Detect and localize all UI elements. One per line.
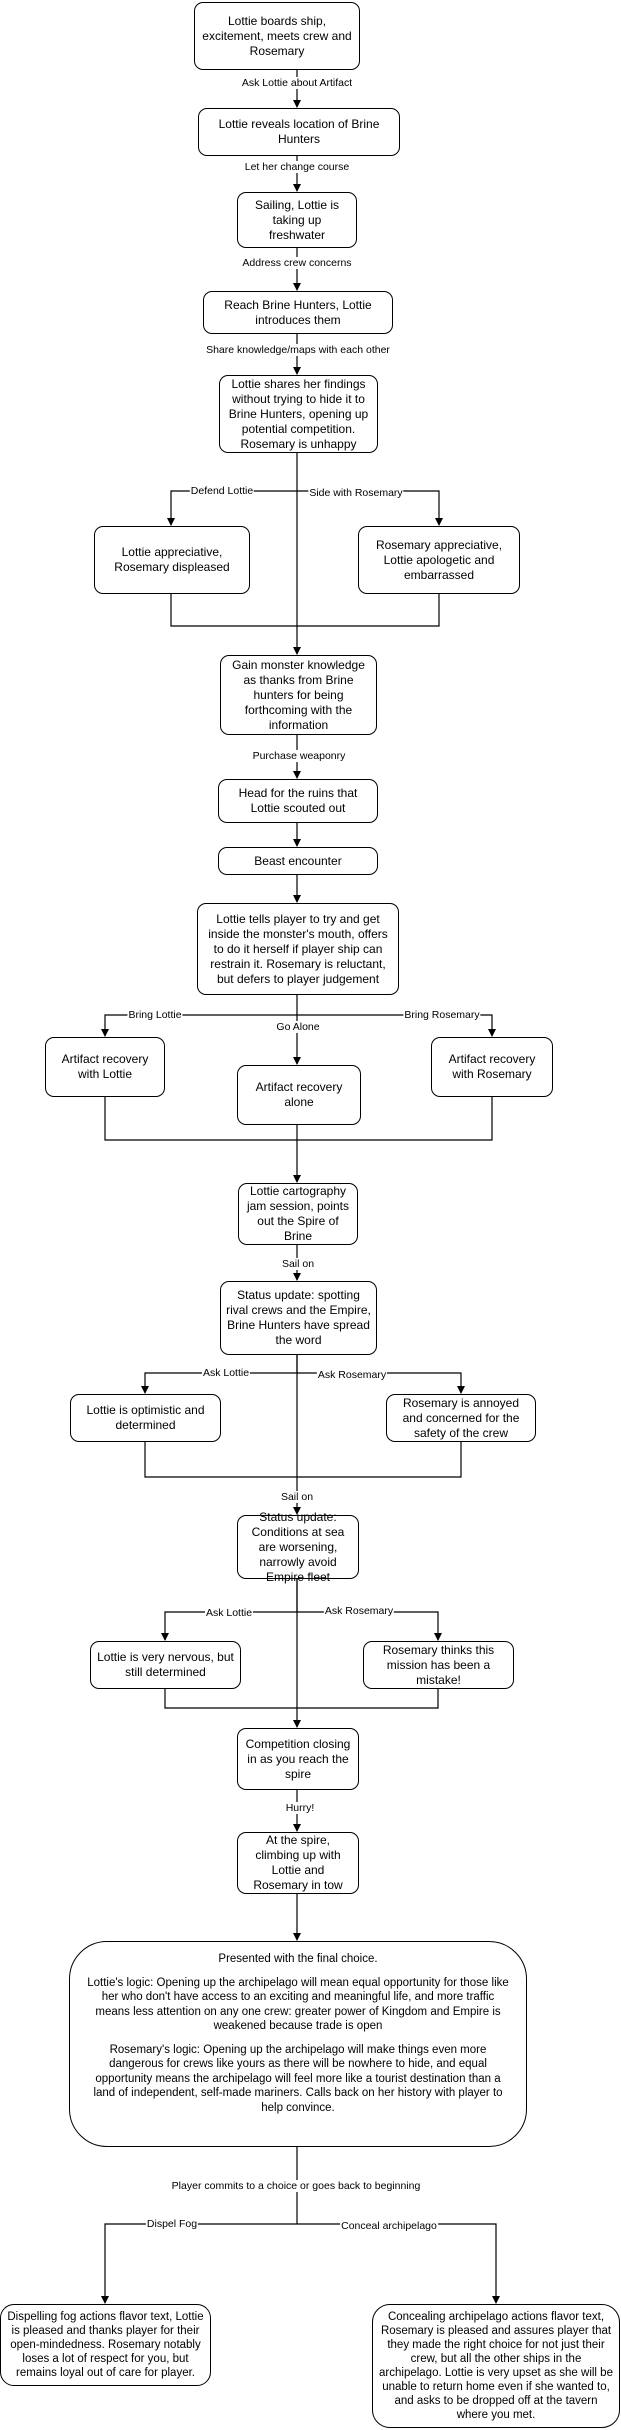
edge-label-ask-lottie-1: Ask Lottie xyxy=(201,1367,251,1379)
final-choice-lottie-logic: Lottie's logic: Opening up the archipela… xyxy=(87,1976,509,2033)
edge-label-share-knowledge: Share knowledge/maps with each other xyxy=(205,344,391,356)
node-lottie-optimistic: Lottie is optimistic and determined xyxy=(70,1394,221,1442)
edge-label-sail-on-1: Sail on xyxy=(280,1258,316,1270)
node-sailing-freshwater: Sailing, Lottie is taking up freshwater xyxy=(237,192,357,248)
node-status-worsening: Status update: Conditions at sea are wor… xyxy=(237,1510,359,1584)
edge-label-sail-on-2: Sail on xyxy=(279,1491,315,1503)
node-head-for-ruins: Head for the ruins that Lottie scouted o… xyxy=(218,779,378,823)
edge-label-purchase-weaponry: Purchase weaponry xyxy=(251,750,347,762)
edge-label-ask-rosemary-1: Ask Rosemary xyxy=(316,1369,388,1381)
node-reveals-location: Lottie reveals location of Brine Hunters xyxy=(198,108,400,156)
connector-arrow xyxy=(297,1014,496,1037)
edge-label-conceal-archipelago: Conceal archipelago xyxy=(340,2220,438,2232)
edge-label-bring-lottie: Bring Lottie xyxy=(127,1009,183,1021)
node-competition-closing: Competition closing in as you reach the … xyxy=(237,1728,359,1790)
node-rosemary-appreciative: Rosemary appreciative, Lottie apologetic… xyxy=(358,526,520,594)
node-recovery-with-rosemary: Artifact recovery with Rosemary xyxy=(431,1037,553,1097)
edge-label-player-commits: Player commits to a choice or goes back … xyxy=(170,2180,422,2192)
node-lottie-nervous: Lottie is very nervous, but still determ… xyxy=(90,1641,241,1689)
edge-label-change-course: Let her change course xyxy=(243,161,351,173)
edge-label-bring-rosemary: Bring Rosemary xyxy=(403,1009,481,1021)
connector-line xyxy=(104,1097,493,1141)
node-reach-brine-hunters: Reach Brine Hunters, Lottie introduces t… xyxy=(203,291,393,334)
connector-arrow xyxy=(101,1014,297,1037)
node-lottie-tells: Lottie tells player to try and get insid… xyxy=(197,903,399,995)
node-rosemary-mistake: Rosemary thinks this mission has been a … xyxy=(363,1641,514,1689)
node-lottie-appreciative: Lottie appreciative, Rosemary displeased xyxy=(94,526,250,594)
edge-label-go-alone: Go Alone xyxy=(275,1021,321,1033)
node-recovery-alone: Artifact recovery alone xyxy=(237,1065,361,1125)
node-final-choice: Presented with the final choice. Lottie'… xyxy=(69,1941,527,2147)
node-beast-encounter: Beast encounter xyxy=(218,847,378,875)
edge-label-ask-lottie-2: Ask Lottie xyxy=(204,1607,254,1619)
final-choice-rosemary-logic: Rosemary's logic: Opening up the archipe… xyxy=(93,2043,503,2114)
node-status-rival-crews: Status update: spotting rival crews and … xyxy=(220,1281,377,1355)
connector-line xyxy=(144,1442,462,1478)
edge-label-hurry: Hurry! xyxy=(284,1802,316,1814)
node-dispel-outcome: Dispelling fog actions flavor text, Lott… xyxy=(0,2304,211,2386)
node-shares-findings: Lottie shares her findings without tryin… xyxy=(219,375,378,453)
node-climbing-spire: At the spire, climbing up with Lottie an… xyxy=(237,1832,359,1894)
node-cartography-jam: Lottie cartography jam session, points o… xyxy=(238,1183,358,1245)
node-recovery-with-lottie: Artifact recovery with Lottie xyxy=(45,1037,165,1097)
node-boards-ship: Lottie boards ship, excitement, meets cr… xyxy=(194,2,360,70)
edge-label-ask-rosemary-2: Ask Rosemary xyxy=(323,1605,395,1617)
connector-arrow xyxy=(101,2223,297,2304)
node-monster-knowledge: Gain monster knowledge as thanks from Br… xyxy=(220,655,377,735)
edge-label-dispel-fog: Dispel Fog xyxy=(145,2218,199,2230)
connector-line xyxy=(170,594,440,627)
connector-arrow xyxy=(297,2223,500,2304)
edge-label-side-rosemary: Side with Rosemary xyxy=(308,487,404,499)
edge-label-crew-concerns: Address crew concerns xyxy=(241,257,353,269)
edge-label-ask-artifact: Ask Lottie about Artifact xyxy=(240,77,354,89)
node-conceal-outcome: Concealing archipelago actions flavor te… xyxy=(372,2304,620,2428)
final-choice-heading: Presented with the final choice. xyxy=(218,1953,378,1965)
node-rosemary-annoyed: Rosemary is annoyed and concerned for th… xyxy=(386,1394,536,1442)
connector-arrow xyxy=(167,490,297,526)
edge-label-defend-lottie: Defend Lottie xyxy=(189,485,255,497)
connector-line xyxy=(164,1689,439,1709)
